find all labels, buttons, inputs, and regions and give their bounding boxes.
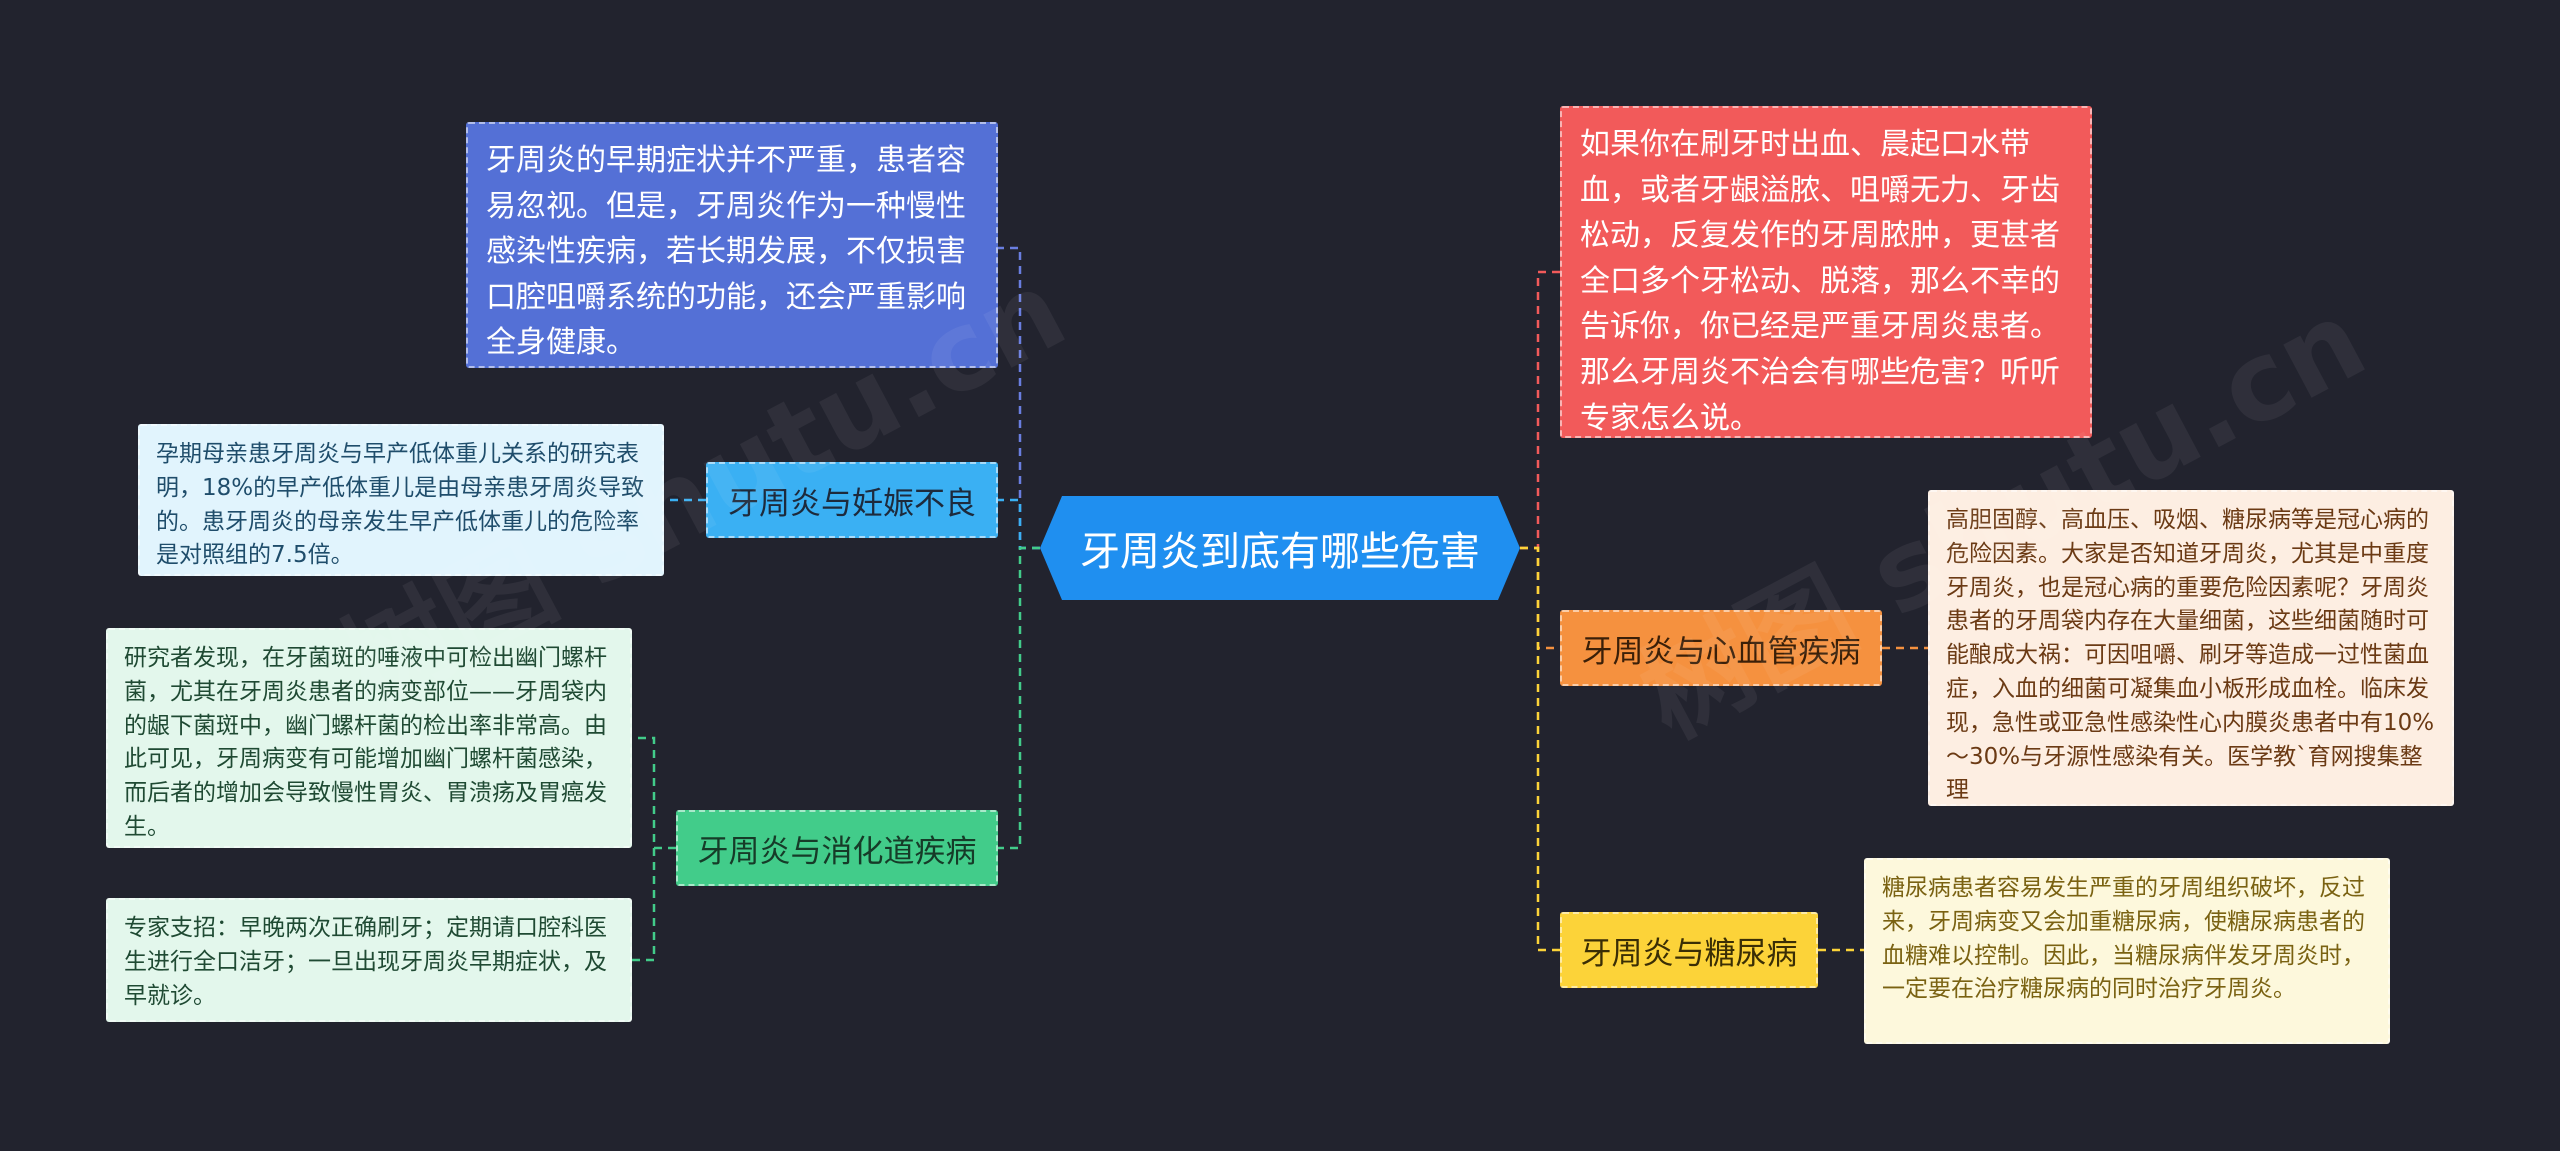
link-root-digestive xyxy=(998,546,1040,850)
pregnancy-detail-node[interactable]: 孕期母亲患牙周炎与早产低体重儿关系的研究表明，18%的早产低体重儿是由母亲患牙周… xyxy=(138,424,664,576)
intro-right-text: 如果你在刷牙时出血、晨起口水带血，或者牙龈溢脓、咀嚼无力、牙齿松动，反复发作的牙… xyxy=(1580,127,2060,436)
branch-pregnancy[interactable]: 牙周炎与妊娠不良 xyxy=(706,462,998,538)
pregnancy-detail-text: 孕期母亲患牙周炎与早产低体重儿关系的研究表明，18%的早产低体重儿是由母亲患牙周… xyxy=(156,441,645,569)
branch-diabetes-label: 牙周炎与糖尿病 xyxy=(1580,935,1798,972)
digestive-tip-text: 专家支招：早晚两次正确刷牙；定期请口腔科医生进行全口洁牙；一旦出现牙周炎早期症状… xyxy=(124,915,607,1009)
intro-left-text: 牙周炎的早期症状并不严重，患者容易忽视。但是，牙周炎作为一种慢性感染性疾病，若长… xyxy=(486,143,966,361)
digestive-detail-node[interactable]: 研究者发现，在牙菌斑的唾液中可检出幽门螺杆菌，尤其在牙周炎患者的病变部位——牙周… xyxy=(106,628,632,848)
link-root-intro-right xyxy=(1520,270,1560,550)
branch-digestive-label: 牙周炎与消化道疾病 xyxy=(697,833,977,870)
branch-cardio[interactable]: 牙周炎与心血管疾病 xyxy=(1560,610,1882,686)
link-digestive-leaves xyxy=(632,736,676,962)
digestive-detail-text: 研究者发现，在牙菌斑的唾液中可检出幽门螺杆菌，尤其在牙周炎患者的病变部位——牙周… xyxy=(124,645,607,840)
branch-diabetes[interactable]: 牙周炎与糖尿病 xyxy=(1560,912,1818,988)
cardio-detail-text: 高胆固醇、高血压、吸烟、糖尿病等是冠心病的危险因素。大家是否知道牙周炎，尤其是中… xyxy=(1946,507,2435,804)
branch-cardio-label: 牙周炎与心血管疾病 xyxy=(1581,633,1861,670)
link-root-pregnancy xyxy=(998,498,1040,550)
link-root-cardio xyxy=(1520,546,1560,650)
intro-right-node[interactable]: 如果你在刷牙时出血、晨起口水带血，或者牙龈溢脓、咀嚼无力、牙齿松动，反复发作的牙… xyxy=(1560,106,2092,438)
link-root-intro-left xyxy=(998,246,1040,550)
root-topic[interactable]: 牙周炎到底有哪些危害 xyxy=(1040,496,1520,600)
root-topic-label: 牙周炎到底有哪些危害 xyxy=(1080,529,1480,575)
digestive-tip-node[interactable]: 专家支招：早晚两次正确刷牙；定期请口腔科医生进行全口洁牙；一旦出现牙周炎早期症状… xyxy=(106,898,632,1022)
diabetes-detail-node[interactable]: 糖尿病患者容易发生严重的牙周组织破坏，反过来，牙周病变又会加重糖尿病，使糖尿病患… xyxy=(1864,858,2390,1044)
link-root-diabetes xyxy=(1520,546,1560,952)
diabetes-detail-text: 糖尿病患者容易发生严重的牙周组织破坏，反过来，牙周病变又会加重糖尿病，使糖尿病患… xyxy=(1882,875,2365,1003)
cardio-detail-node[interactable]: 高胆固醇、高血压、吸烟、糖尿病等是冠心病的危险因素。大家是否知道牙周炎，尤其是中… xyxy=(1928,490,2454,806)
intro-left-node[interactable]: 牙周炎的早期症状并不严重，患者容易忽视。但是，牙周炎作为一种慢性感染性疾病，若长… xyxy=(466,122,998,368)
branch-pregnancy-label: 牙周炎与妊娠不良 xyxy=(728,485,976,522)
branch-digestive[interactable]: 牙周炎与消化道疾病 xyxy=(676,810,998,886)
